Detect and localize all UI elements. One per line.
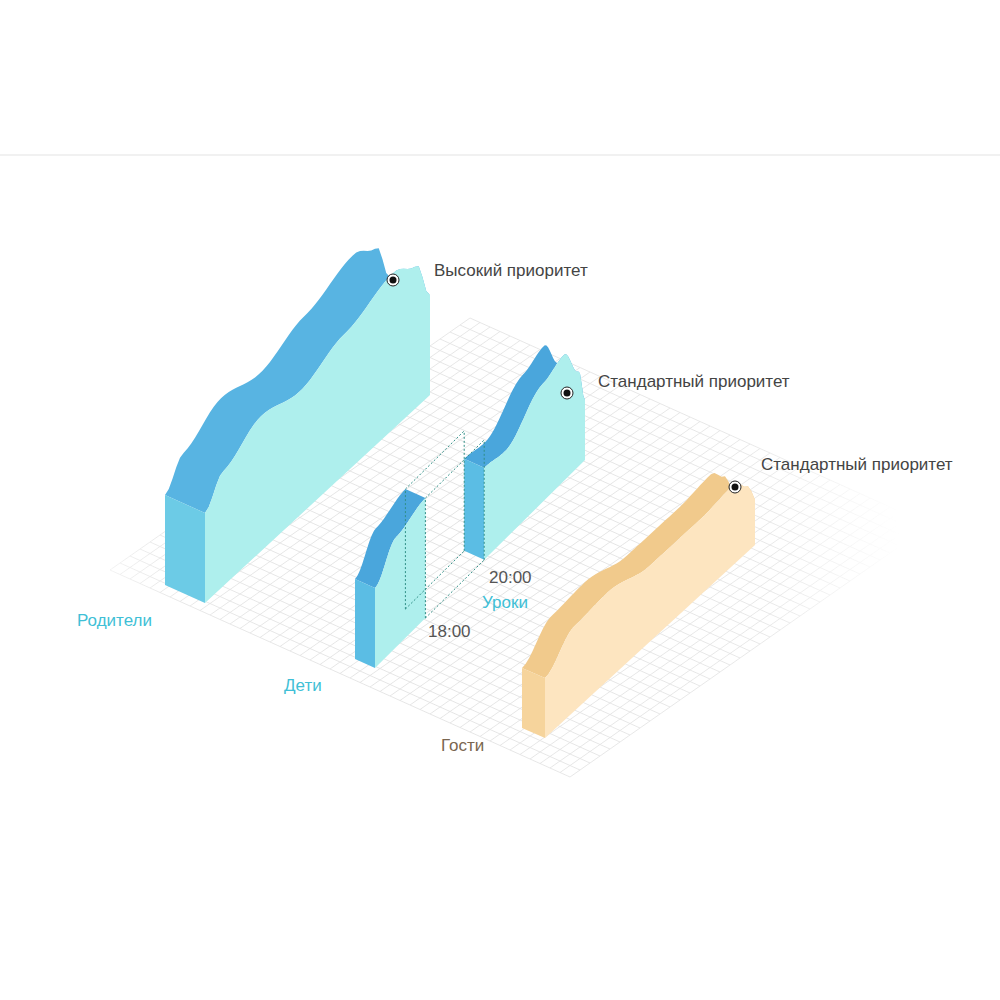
gap-outline [464,431,465,551]
priority-label: Стандартный приоритет [761,455,953,475]
priority-dot [387,274,399,286]
priority-label: Высокий приоритет [434,261,588,281]
period-label: Уроки [482,593,528,613]
priority-dot [729,481,741,493]
slab-end [355,579,375,668]
time-label: 20:00 [489,568,532,588]
slab-face [375,498,425,668]
gap-outline [425,560,484,618]
slabs [165,248,755,738]
gap-outline [484,440,485,560]
gap-outline [405,431,464,489]
slab-face [545,483,755,738]
priority-dot-core [732,484,739,491]
slab-end [464,459,484,560]
gap-outline [425,440,484,498]
slab-face [484,354,585,560]
slab-end [522,668,545,738]
priority-label: Стандартный приоритет [598,372,790,392]
priority-dot-core [564,390,571,397]
priority-dot [561,387,573,399]
guests-slab [522,473,755,738]
gap-outline [425,498,426,618]
overlay [387,274,741,618]
time-label: 18:00 [428,622,471,642]
gap-outline [405,551,464,609]
slab-end [165,495,205,603]
group-label: Гости [441,736,484,756]
divider-line [0,154,1000,156]
group-label: Дети [284,676,322,696]
priority-dot-core [390,277,397,284]
gap-outline [405,489,406,609]
group-label: Родители [77,611,152,631]
